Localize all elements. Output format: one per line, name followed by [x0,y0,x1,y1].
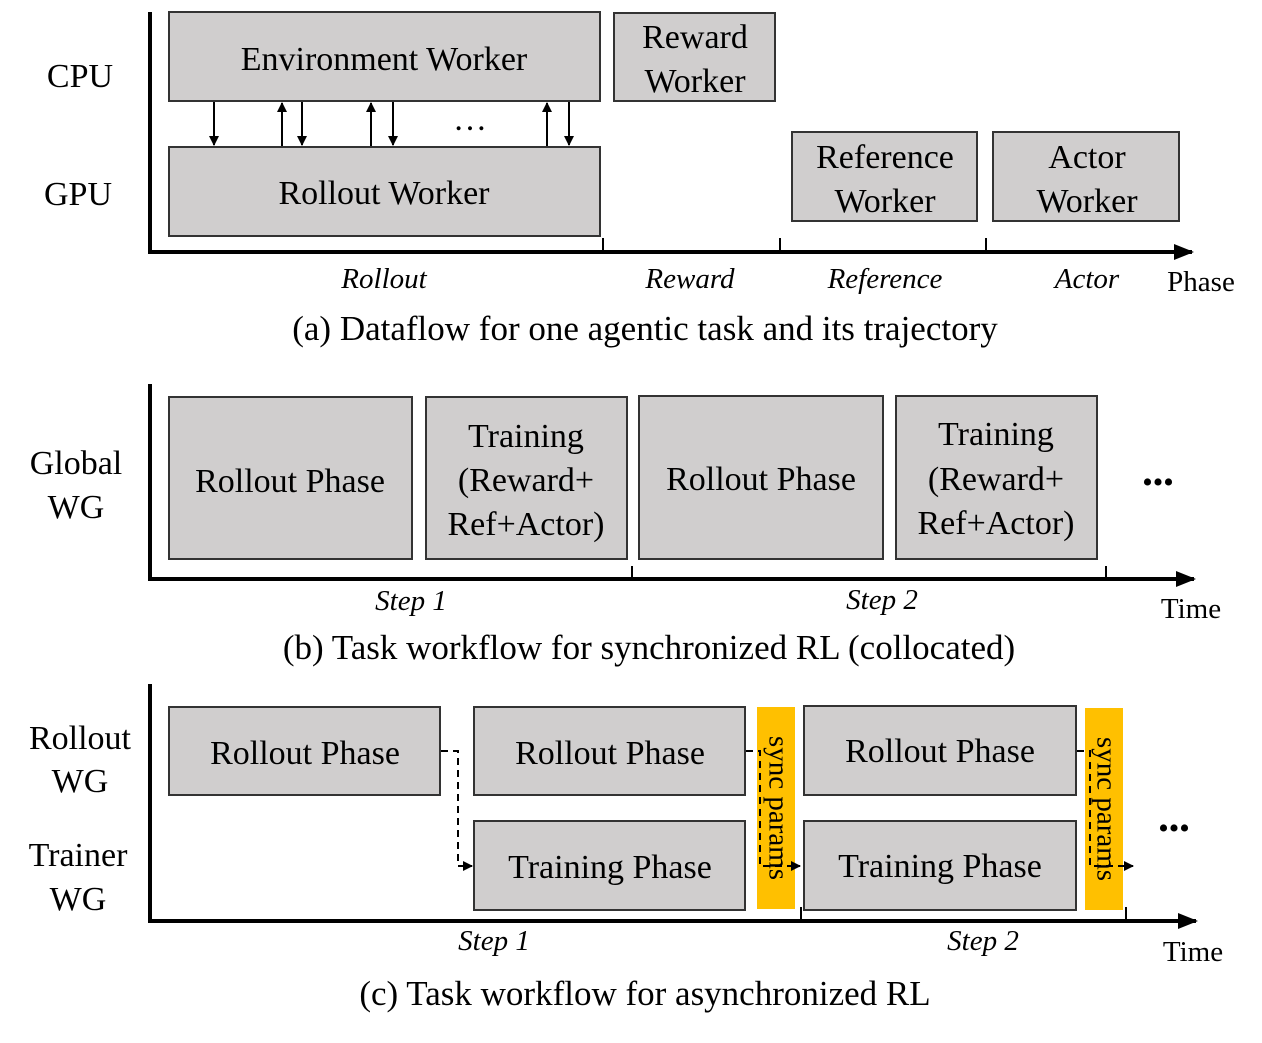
dashed-connector [1077,750,1134,871]
phase-actor-label: Actor [1053,263,1120,295]
rollout-wg-label-line1: Rollout [29,720,132,757]
panel-c: Rollout WG Trainer WG sync params sync p… [29,684,1223,1013]
phase-rollout-label: Rollout [340,263,427,295]
rollout-worker-box [168,146,601,237]
reference-worker-label-line1: Reference [816,139,954,176]
time-axis [148,384,1196,587]
environment-worker-label: Environment Worker [241,41,528,78]
phase-axis [148,12,1194,260]
rollout-wg-label-line2: WG [52,763,109,800]
training-box [425,396,628,560]
dashed-connector [746,750,801,871]
time-axis-label: Time [1163,936,1223,968]
caption-b: (b) Task workflow for synchronized RL (c… [283,628,1015,667]
phase-reference-label: Reference [827,263,943,295]
actor-worker-label-line1: Actor [1048,139,1126,176]
reference-worker-box [791,131,978,222]
arrows-ellipsis: … [453,101,487,138]
cpu-gpu-arrows [209,102,574,146]
rollout-phase-box [473,706,746,796]
sync-params-bar [1085,708,1123,910]
environment-worker-box [168,11,601,102]
rollout-phase-box [168,706,441,796]
sync-params-label: sync params [762,736,794,880]
training-label-line3: Ref+Actor) [447,506,604,543]
step-2-label: Step 2 [947,925,1019,957]
sync-params-bar [757,707,795,909]
global-wg-label-line1: Global [30,445,123,482]
rollout-phase-box [168,396,413,560]
rollout-worker-label: Rollout Worker [278,175,490,212]
cpu-label: CPU [47,58,113,95]
step-2-label: Step 2 [846,584,918,616]
global-wg-label-line2: WG [48,489,105,526]
training-phase-label: Training Phase [508,849,712,886]
training-phase-label: Training Phase [838,848,1042,885]
phase-axis-label: Phase [1167,266,1235,298]
reward-worker-label-line2: Worker [644,63,746,100]
training-phase-box [803,820,1077,911]
rollout-phase-label: Rollout Phase [515,735,705,772]
rollout-phase-label: Rollout Phase [210,735,400,772]
reference-worker-label-line2: Worker [834,183,936,220]
trainer-wg-label-line1: Trainer [29,837,129,874]
step-1-label: Step 1 [458,925,530,957]
dashed-connector [441,750,473,871]
training-label-line2: (Reward+ [928,461,1064,498]
training-box [895,395,1098,560]
caption-c: (c) Task workflow for asynchronized RL [359,974,930,1013]
time-axis-label: Time [1161,593,1221,625]
phase-reward-label: Reward [644,263,735,295]
training-label-line2: (Reward+ [458,462,594,499]
step-1-label: Step 1 [375,585,447,617]
training-label-line1: Training [468,418,584,455]
panel-b: Global WG Rollout Phase Training (Reward… [30,384,1221,667]
sync-params-label: sync params [1090,737,1122,881]
actor-worker-label-line2: Worker [1036,183,1138,220]
panel-a: CPU GPU Environment Worker Rollout Worke… [44,11,1235,348]
panel-c-ellipsis: ••• [1158,812,1190,845]
panel-b-ellipsis: ••• [1142,466,1174,499]
reward-worker-label-line1: Reward [642,19,748,56]
rollout-phase-label: Rollout Phase [845,733,1035,770]
training-label-line3: Ref+Actor) [917,505,1074,542]
rollout-phase-label: Rollout Phase [666,461,856,498]
caption-a: (a) Dataflow for one agentic task and it… [292,309,998,348]
actor-worker-box [992,131,1180,222]
gpu-label: GPU [44,176,112,213]
training-label-line1: Training [938,416,1054,453]
time-axis [148,684,1198,929]
rollout-phase-box [638,395,884,560]
rollout-phase-box [803,705,1077,796]
rollout-phase-label: Rollout Phase [195,463,385,500]
trainer-wg-label-line2: WG [50,881,107,918]
reward-worker-box [613,12,776,102]
training-phase-box [473,820,746,911]
